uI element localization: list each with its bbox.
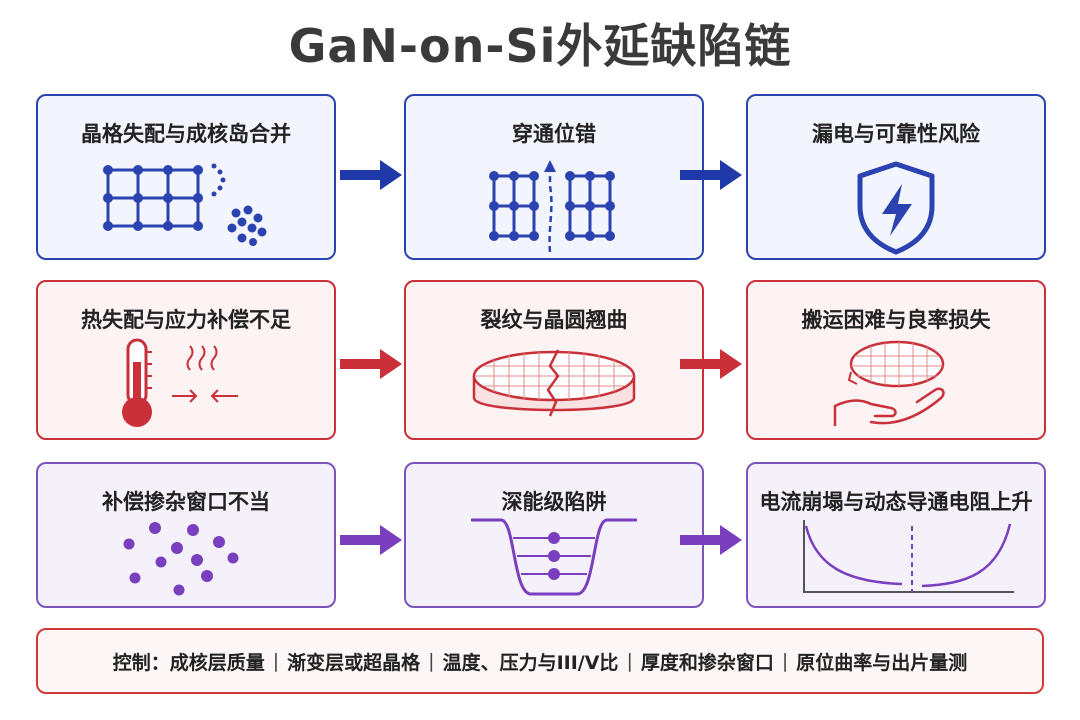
card-threading-dislocation: 穿通位错 — [404, 94, 704, 260]
card-label: 热失配与应力补偿不足 — [81, 308, 291, 332]
card-label: 裂纹与晶圆翘曲 — [480, 308, 628, 332]
arrow-right-icon — [680, 525, 742, 555]
card-label: 电流崩塌与动态导通电阻上升 — [759, 490, 1033, 514]
card-label: 晶格失配与成核岛合并 — [81, 122, 291, 146]
energy-well-icon — [406, 514, 702, 614]
control-prefix: 控制： — [112, 651, 170, 674]
card-deep-level-traps: 深能级陷阱 — [404, 462, 704, 608]
thermometer-heat-icon — [38, 336, 334, 436]
control-bar: 控制： 成核层质量 | 渐变层或超晶格 | 温度、压力与III/V比 | 厚度和… — [36, 628, 1044, 694]
dopant-dots-icon — [38, 520, 334, 620]
page-title: GaN-on-Si外延缺陷链 — [288, 19, 792, 73]
card-label: 穿通位错 — [512, 122, 596, 146]
card-lattice-mismatch: 晶格失配与成核岛合并 — [36, 94, 336, 260]
resistance-curve-icon — [748, 516, 1044, 616]
arrow-right-icon — [680, 349, 742, 379]
shield-lightning-icon — [748, 158, 1044, 258]
card-label: 漏电与可靠性风险 — [812, 122, 980, 146]
control-item: 成核层质量 — [169, 651, 265, 674]
card-handling-yield: 搬运困难与良率损失 — [746, 280, 1046, 440]
card-compensation-doping: 补偿掺杂窗口不当 — [36, 462, 336, 608]
card-thermal-mismatch: 热失配与应力补偿不足 — [36, 280, 336, 440]
control-item: 原位曲率与出片量测 — [796, 651, 968, 674]
control-item: 温度、压力与III/V比 — [442, 651, 619, 674]
lattice-nucleation-icon — [38, 158, 334, 258]
hand-wafer-icon — [748, 334, 1044, 434]
control-item: 厚度和掺杂窗口 — [640, 651, 774, 674]
arrow-right-icon — [340, 349, 402, 379]
card-label: 补偿掺杂窗口不当 — [102, 490, 270, 514]
card-label: 深能级陷阱 — [501, 490, 607, 514]
control-item: 渐变层或超晶格 — [287, 651, 421, 674]
card-label: 搬运困难与良率损失 — [801, 308, 991, 332]
threading-dislocation-icon — [406, 158, 702, 258]
cracked-wafer-icon — [406, 336, 702, 436]
card-leakage-reliability: 漏电与可靠性风险 — [746, 94, 1046, 260]
arrow-right-icon — [340, 160, 402, 190]
card-crack-warpage: 裂纹与晶圆翘曲 — [404, 280, 704, 440]
arrow-right-icon — [340, 525, 402, 555]
arrow-right-icon — [680, 160, 742, 190]
card-current-collapse: 电流崩塌与动态导通电阻上升 — [746, 462, 1046, 608]
